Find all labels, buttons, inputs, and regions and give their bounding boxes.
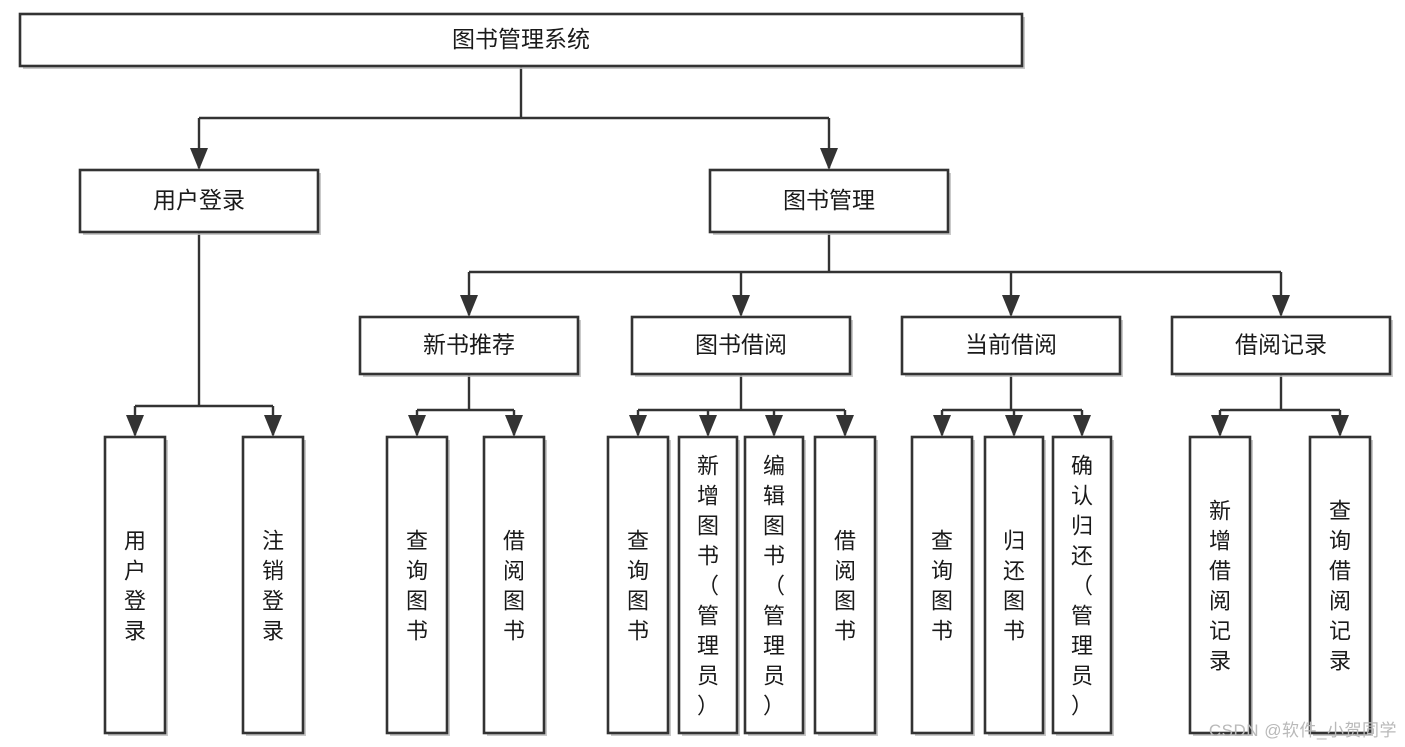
node-leaf-query-record[interactable]: 查询借阅记录 — [1308, 435, 1373, 736]
node-book-borrow[interactable]: 图书借阅 — [630, 315, 853, 377]
node-root[interactable]: 图书管理系统 — [18, 12, 1025, 69]
node-box[interactable] — [630, 315, 852, 376]
node-box[interactable] — [910, 435, 974, 735]
node-label: 编辑图书（管理员） — [763, 453, 785, 718]
node-label: 图书借阅 — [695, 332, 787, 358]
node-current-borrow[interactable]: 当前借阅 — [900, 315, 1123, 377]
node-box[interactable] — [1308, 435, 1372, 735]
node-box[interactable] — [1051, 435, 1113, 735]
node-box[interactable] — [606, 435, 670, 735]
node-label: 借阅图书 — [503, 528, 525, 643]
node-leaf-query-book-2[interactable]: 查询图书 — [606, 435, 671, 736]
node-box[interactable] — [900, 315, 1122, 376]
node-box[interactable] — [677, 435, 739, 735]
node-box[interactable] — [813, 435, 877, 735]
node-label: 归还图书 — [1003, 528, 1025, 643]
node-label: 查询图书 — [406, 528, 428, 643]
node-user-login[interactable]: 用户登录 — [78, 168, 321, 235]
node-box[interactable] — [1170, 315, 1392, 376]
node-label: 图书管理 — [783, 187, 875, 213]
node-label: 新书推荐 — [423, 332, 515, 358]
node-leaf-confirm-return[interactable]: 确认归还（管理员） — [1051, 435, 1114, 736]
node-label: 图书管理系统 — [452, 26, 590, 52]
node-leaf-user-login[interactable]: 用户登录 — [103, 435, 168, 736]
node-box[interactable] — [78, 168, 320, 234]
node-leaf-borrow-book-2[interactable]: 借阅图书 — [813, 435, 878, 736]
node-layer: 图书管理系统用户登录图书管理新书推荐图书借阅当前借阅借阅记录用户登录注销登录查询… — [18, 12, 1393, 736]
node-label: 查询图书 — [627, 528, 649, 643]
node-leaf-edit-book[interactable]: 编辑图书（管理员） — [743, 435, 806, 736]
node-box[interactable] — [358, 315, 580, 376]
node-box[interactable] — [18, 12, 1024, 68]
node-book-manage[interactable]: 图书管理 — [708, 168, 951, 235]
edge-layer — [126, 66, 1349, 437]
node-box[interactable] — [708, 168, 950, 234]
node-leaf-logout[interactable]: 注销登录 — [241, 435, 306, 736]
node-label: 用户登录 — [124, 528, 146, 643]
node-new-book-rec[interactable]: 新书推荐 — [358, 315, 581, 377]
node-box[interactable] — [103, 435, 167, 735]
node-label: 借阅记录 — [1235, 332, 1327, 358]
node-label: 新增图书（管理员） — [697, 453, 719, 718]
node-label: 查询图书 — [931, 528, 953, 643]
node-leaf-return-book[interactable]: 归还图书 — [983, 435, 1046, 736]
node-box[interactable] — [983, 435, 1045, 735]
node-label: 当前借阅 — [965, 332, 1057, 358]
node-borrow-record[interactable]: 借阅记录 — [1170, 315, 1393, 377]
node-box[interactable] — [482, 435, 546, 735]
node-leaf-add-record[interactable]: 新增借阅记录 — [1188, 435, 1253, 736]
node-leaf-add-book[interactable]: 新增图书（管理员） — [677, 435, 740, 736]
node-label: 新增借阅记录 — [1209, 498, 1231, 673]
watermark-label: CSDN @软件_小贺同学 — [1208, 721, 1397, 740]
node-leaf-borrow-book-1[interactable]: 借阅图书 — [482, 435, 547, 736]
node-label: 注销登录 — [262, 528, 284, 643]
node-box[interactable] — [1188, 435, 1252, 735]
node-leaf-query-book-3[interactable]: 查询图书 — [910, 435, 975, 736]
node-box[interactable] — [241, 435, 305, 735]
node-label: 查询借阅记录 — [1329, 498, 1351, 673]
node-label: 借阅图书 — [834, 528, 856, 643]
node-label: 用户登录 — [153, 187, 245, 213]
node-box[interactable] — [385, 435, 449, 735]
node-label: 确认归还（管理员） — [1071, 453, 1093, 718]
node-box[interactable] — [743, 435, 805, 735]
node-leaf-query-book-1[interactable]: 查询图书 — [385, 435, 450, 736]
